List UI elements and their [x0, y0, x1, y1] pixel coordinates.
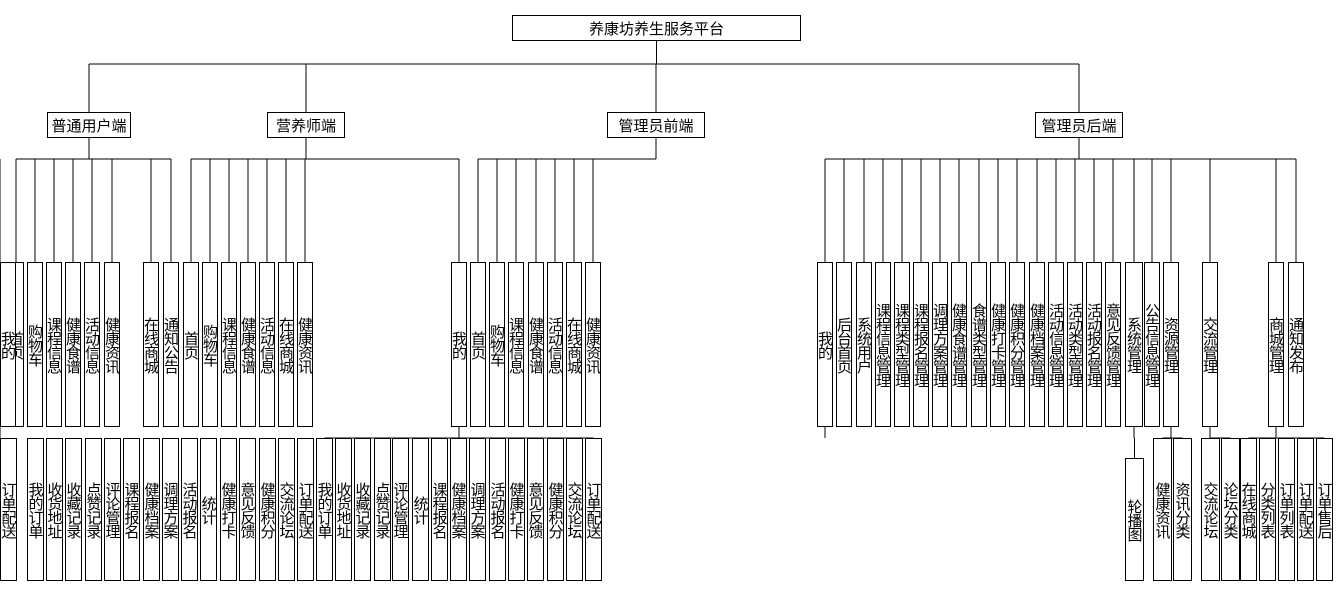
module-node: 健康食谱 [527, 262, 545, 427]
module-node: 健康积分管理 [1008, 262, 1026, 427]
function-node: 意见反馈 [239, 438, 257, 581]
module-node: 活动报名管理 [1085, 262, 1103, 427]
module-node: 资源管理 [1162, 262, 1180, 427]
branch-node: 管理员前端 [607, 112, 705, 138]
module-node: 健康食谱 [64, 262, 82, 427]
module-node: 调理方案管理 [931, 262, 949, 427]
function-node: 订单配送 [0, 438, 18, 581]
module-node: 活动信息 [83, 262, 101, 427]
function-node: 在线商城 [1240, 438, 1258, 581]
module-node: 首页 [182, 262, 200, 427]
function-node: 调理方案 [469, 438, 487, 581]
function-node: 订单配送 [297, 438, 315, 581]
module-node: 后台首页 [835, 262, 853, 427]
function-node: 健康积分 [259, 438, 277, 581]
module-node: 通知公告 [162, 262, 180, 427]
module-node: 在线商城 [142, 262, 160, 427]
function-node: 资讯分类 [1173, 438, 1192, 581]
module-node: 健康资讯 [296, 262, 314, 427]
module-node: 课程类型管理 [893, 262, 911, 427]
function-node: 健康资讯 [1153, 438, 1172, 581]
module-node: 课程信息 [45, 262, 63, 427]
module-node: 健康档案管理 [1028, 262, 1046, 427]
module-node: 健康打卡管理 [989, 262, 1007, 427]
function-node: 交流论坛 [566, 438, 584, 581]
function-node: 课程报名 [431, 438, 449, 581]
function-node: 轮播图 [1125, 458, 1144, 581]
module-node: 健康资讯 [103, 262, 121, 427]
function-node: 点赞记录 [85, 438, 103, 581]
module-node: 我的 [0, 262, 17, 427]
module-node: 在线商城 [565, 262, 583, 427]
module-node: 交流管理 [1201, 262, 1219, 427]
module-node: 系统用户 [855, 262, 873, 427]
function-node: 订单配送 [585, 438, 603, 581]
function-node: 订单售后 [1316, 438, 1334, 581]
function-node: 课程报名 [123, 438, 141, 581]
module-node: 健康食谱管理 [950, 262, 968, 427]
function-node: 健康档案 [143, 438, 161, 581]
function-node: 收藏记录 [354, 438, 372, 581]
module-node: 通知发布 [1287, 262, 1305, 427]
module-node: 课程信息管理 [874, 262, 892, 427]
function-node: 收货地址 [335, 438, 353, 581]
function-node: 点赞记录 [374, 438, 392, 581]
module-node: 课程信息 [220, 262, 238, 427]
function-node: 健康档案 [450, 438, 468, 581]
module-node: 首页 [469, 262, 487, 427]
function-node: 评论管理 [392, 438, 410, 581]
module-node: 活动信息 [546, 262, 564, 427]
function-node: 统计 [412, 438, 430, 581]
function-node: 健康积分 [547, 438, 565, 581]
function-node: 订单配送 [1297, 438, 1315, 581]
function-node: 论坛分类 [1221, 438, 1240, 581]
function-node: 调理方案 [162, 438, 180, 581]
function-node: 订单列表 [1278, 438, 1296, 581]
function-node: 活动报名 [489, 438, 507, 581]
module-node: 意见反馈管理 [1104, 262, 1122, 427]
branch-node: 普通用户端 [47, 112, 131, 138]
module-node: 系统管理 [1125, 262, 1143, 427]
function-node: 健康打卡 [220, 438, 238, 581]
module-node: 活动类型管理 [1066, 262, 1084, 427]
function-node: 收藏记录 [65, 438, 83, 581]
function-node: 健康打卡 [508, 438, 526, 581]
module-node: 食谱类型管理 [970, 262, 988, 427]
module-node: 健康资讯 [584, 262, 602, 427]
module-node: 在线商城 [277, 262, 295, 427]
module-node: 健康食谱 [239, 262, 257, 427]
module-node: 我的 [816, 262, 834, 427]
function-node: 交流论坛 [1201, 438, 1220, 581]
function-node: 我的订单 [27, 438, 45, 581]
module-node: 课程报名管理 [912, 262, 930, 427]
module-node: 商城管理 [1267, 262, 1285, 427]
module-node: 购物车 [201, 262, 219, 427]
function-node: 意见反馈 [527, 438, 545, 581]
function-node: 交流论坛 [278, 438, 296, 581]
branch-node: 管理员后端 [1035, 112, 1123, 138]
module-node: 我的 [450, 262, 468, 427]
branch-node: 营养师端 [267, 112, 345, 138]
root-node: 养康坊养生服务平台 [512, 15, 801, 41]
module-node: 公告信息管理 [1143, 262, 1161, 427]
module-node: 课程信息 [507, 262, 525, 427]
function-node: 收货地址 [46, 438, 64, 581]
module-node: 购物车 [26, 262, 44, 427]
function-node: 我的订单 [316, 438, 334, 581]
module-node: 活动信息 [258, 262, 276, 427]
function-node: 统计 [200, 438, 218, 581]
module-node: 购物车 [488, 262, 506, 427]
function-node: 评论管理 [104, 438, 122, 581]
function-node: 活动报名 [181, 438, 199, 581]
module-node: 活动信息管理 [1047, 262, 1065, 427]
function-node: 分类列表 [1259, 438, 1277, 581]
